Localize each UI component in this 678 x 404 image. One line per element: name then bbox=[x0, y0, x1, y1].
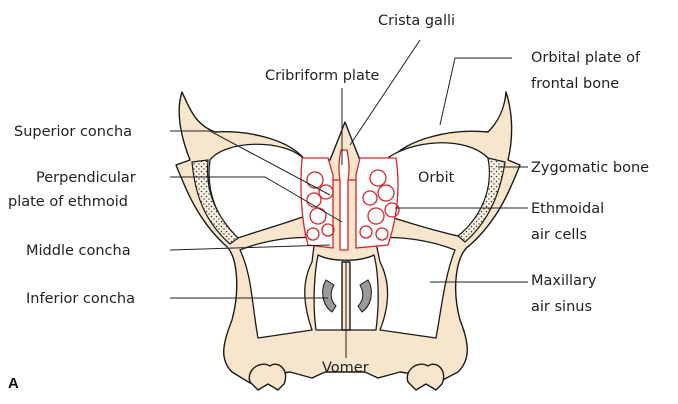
label-orbital-plate-2: frontal bone bbox=[531, 76, 619, 92]
label-zygomatic-bone: Zygomatic bone bbox=[531, 160, 649, 176]
panel-letter: A bbox=[8, 375, 19, 392]
label-superior-concha: Superior concha bbox=[14, 124, 132, 140]
left-tooth bbox=[249, 364, 285, 390]
right-tooth bbox=[407, 364, 443, 390]
label-ethmoidal-1: Ethmoidal bbox=[531, 201, 604, 217]
label-maxillary-1: Maxillary bbox=[531, 273, 597, 289]
label-vomer: Vomer bbox=[322, 360, 369, 376]
label-maxillary-2: air sinus bbox=[531, 299, 592, 315]
label-orbital-plate-1: Orbital plate of bbox=[531, 50, 641, 66]
label-inferior-concha: Inferior concha bbox=[26, 291, 135, 307]
label-perpendicular-2: plate of ethmoid bbox=[8, 194, 128, 210]
label-cribriform-plate: Cribriform plate bbox=[265, 68, 380, 84]
label-ethmoidal-2: air cells bbox=[531, 227, 587, 243]
label-middle-concha: Middle concha bbox=[26, 243, 131, 259]
label-orbit: Orbit bbox=[418, 170, 455, 186]
leader-crista-galli bbox=[350, 40, 420, 145]
label-perpendicular-1: Perpendicular bbox=[36, 170, 136, 186]
label-crista-galli: Crista galli bbox=[378, 13, 455, 29]
